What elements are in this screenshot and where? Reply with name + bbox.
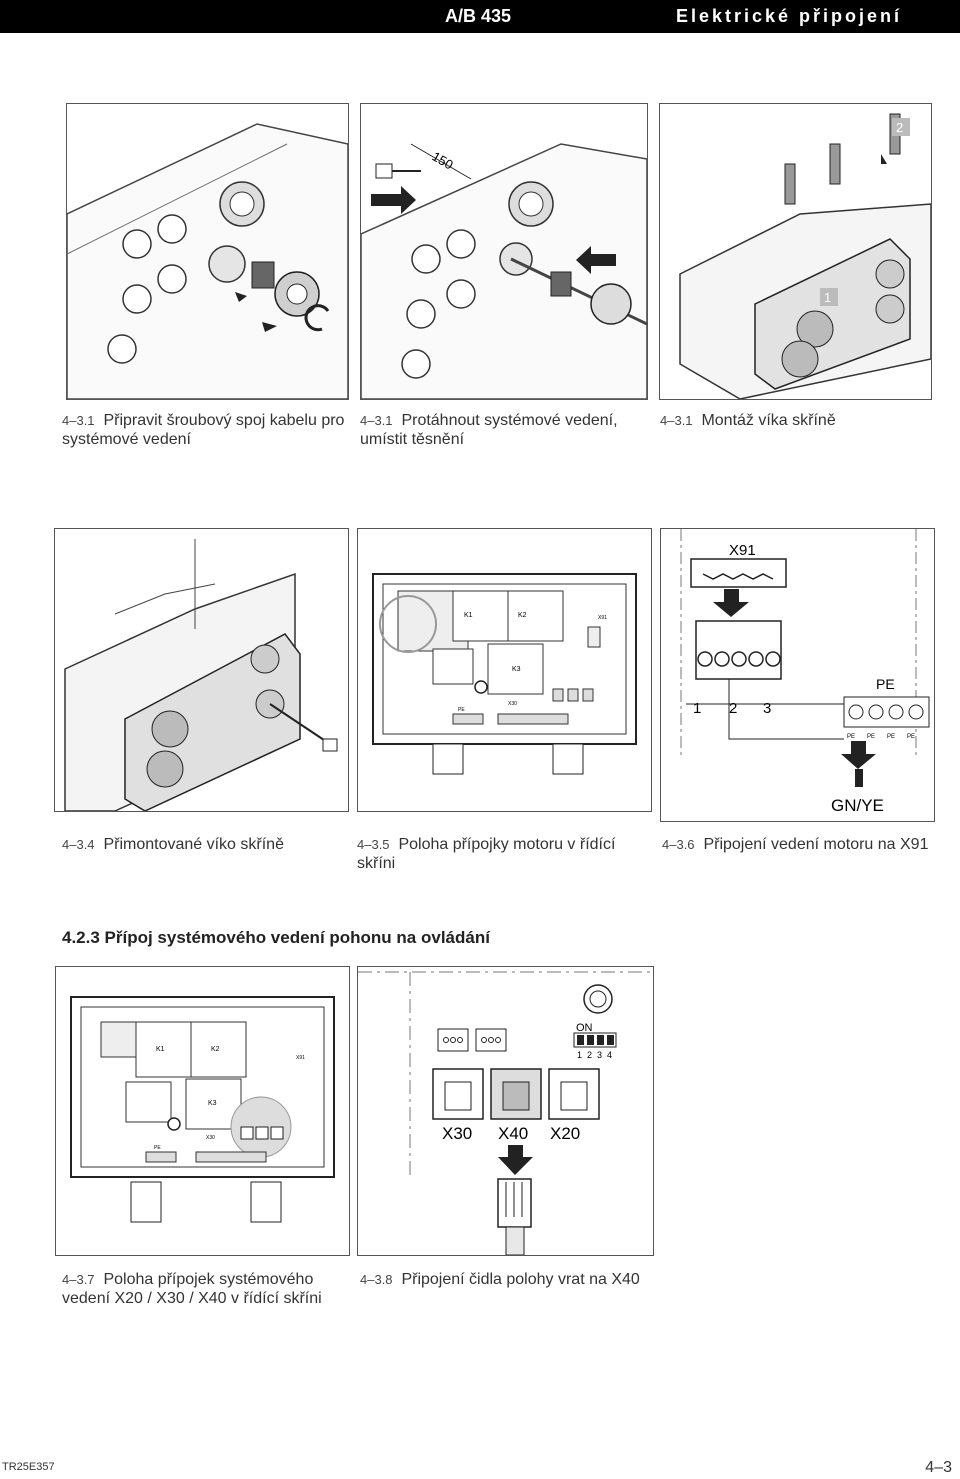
page-header: A/B 435 Elektrické připojení — [0, 0, 960, 33]
port-x40: X40 — [498, 1124, 528, 1143]
caption-fig6: 4–3.6 Připojení vedení motoru na X91 — [662, 836, 929, 853]
figure-system-ports: K1 K2 K3 X91 X30 PE — [55, 966, 350, 1256]
figure-motor-position: K1 K2 K3 X91 X30 PE — [357, 528, 652, 812]
board2-k2: K2 — [211, 1046, 220, 1053]
section-title: 4.2.3 Přípoj systémového vedení pohonu n… — [62, 928, 490, 947]
dip-3: 3 — [597, 1050, 602, 1060]
pe-mark-3: PE — [887, 734, 895, 740]
caption-fig3: 4–3.1 Montáž víka skříně — [660, 412, 836, 429]
x91-label: X91 — [729, 542, 756, 559]
page-section-title: Elektrické připojení — [675, 6, 902, 26]
port-x30: X30 — [442, 1124, 472, 1143]
pe-mark-2: PE — [867, 734, 875, 740]
caption-fig2: 4–3.1 Protáhnout systémové vedení, umíst… — [360, 412, 618, 448]
badge-2: 2 — [896, 120, 903, 135]
board2-pe: PE — [154, 1145, 161, 1151]
terminal-1: 1 — [693, 700, 701, 717]
model-name: A/B 435 — [445, 6, 512, 26]
figure-cable-gland — [66, 103, 349, 400]
board-pe: PE — [458, 707, 465, 713]
board2-k1: K1 — [156, 1046, 165, 1053]
measure-150: 150 — [430, 149, 456, 173]
figure-mounted-cover — [54, 528, 349, 812]
pe-mark-1: PE — [847, 734, 855, 740]
caption-fig7: 4–3.7 Poloha přípojek systémového vedení… — [62, 1271, 322, 1307]
figure-x40-sensor: ON 1 2 3 4 X30 X40 X20 — [357, 966, 654, 1256]
figure-pull-cable: 150 — [360, 103, 648, 400]
figure-motor-wiring: X91 1 2 3 PE PE PE PE PE GN/YE — [660, 528, 935, 822]
board-x30: X30 — [508, 701, 517, 707]
board-k1: K1 — [464, 612, 473, 619]
board-x91: X91 — [598, 615, 607, 621]
figure-cover-mount: 2 1 — [659, 103, 932, 400]
badge-1: 1 — [824, 290, 831, 305]
document-code: TR25E357 — [2, 1461, 55, 1473]
pe-mark-4: PE — [907, 734, 915, 740]
caption-fig5: 4–3.5 Poloha přípojky motoru v řídící sk… — [357, 836, 616, 872]
pe-label: PE — [876, 676, 895, 692]
board-k3: K3 — [512, 666, 521, 673]
board-k2: K2 — [518, 612, 527, 619]
page-number: 4–3 — [925, 1459, 952, 1476]
board2-x91: X91 — [296, 1055, 305, 1061]
board2-x30: X30 — [206, 1135, 215, 1141]
caption-fig4: 4–3.4 Přimontované víko skříně — [62, 836, 284, 853]
terminal-2: 2 — [729, 700, 737, 717]
caption-fig1: 4–3.1 Připravit šroubový spoj kabelu pro… — [62, 412, 345, 448]
dip-1: 1 — [577, 1050, 582, 1060]
dip-on-label: ON — [576, 1022, 593, 1034]
wire-gnye: GN/YE — [831, 796, 884, 815]
dip-2: 2 — [587, 1050, 592, 1060]
port-x20: X20 — [550, 1124, 580, 1143]
dip-4: 4 — [607, 1050, 612, 1060]
terminal-3: 3 — [763, 700, 771, 717]
board2-k3: K3 — [208, 1100, 217, 1107]
caption-fig8: 4–3.8 Připojení čidla polohy vrat na X40 — [360, 1271, 640, 1288]
